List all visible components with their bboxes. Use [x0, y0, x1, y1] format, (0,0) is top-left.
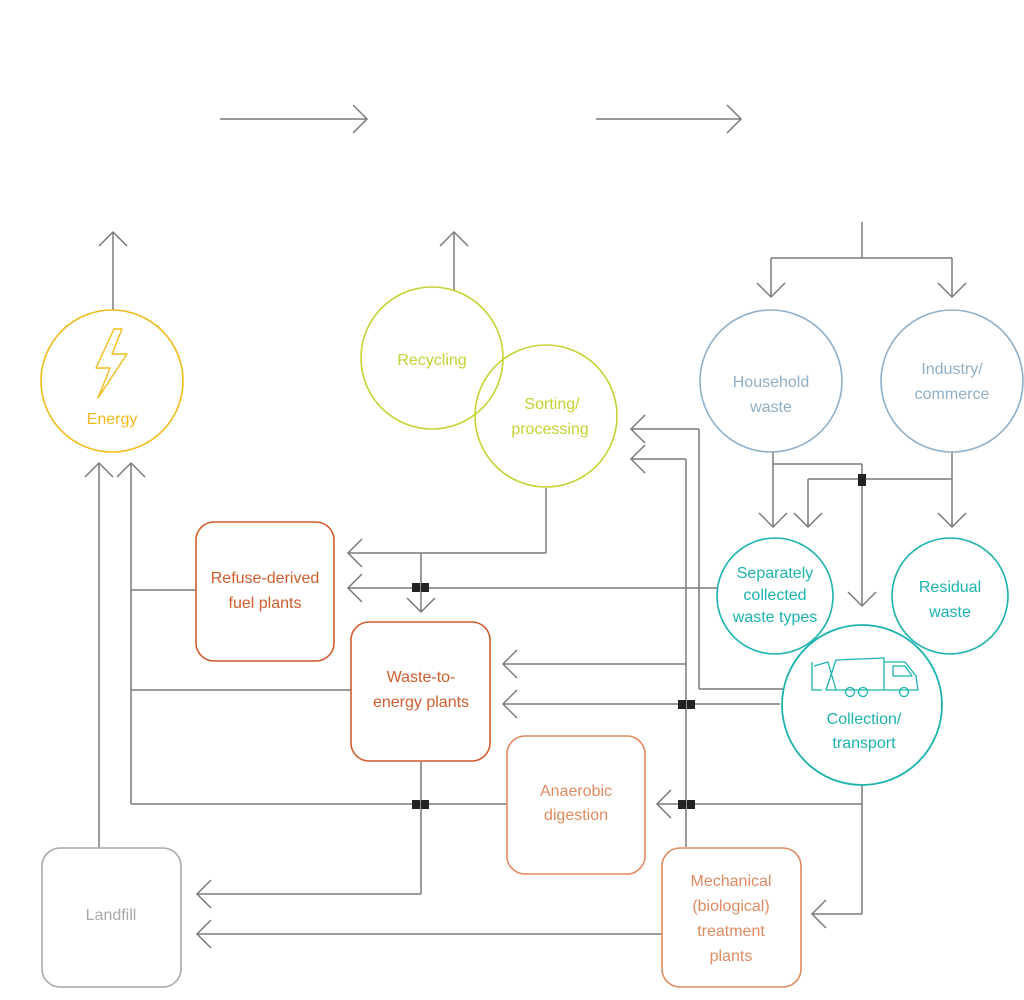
anaerobic-digestion-node: Anaerobic digestion [506, 735, 646, 875]
industry-label-line2: commerce [915, 386, 990, 403]
sorting-outflow [346, 488, 547, 614]
household-label-line2: waste [749, 399, 792, 416]
crossing-markers [412, 474, 866, 809]
landfill-node: Landfill [41, 847, 182, 988]
household-outflow [758, 452, 877, 608]
separately-label-line2: collected [743, 587, 806, 604]
crossing-marker [687, 700, 695, 709]
energy-node: Energy [40, 309, 184, 453]
mbt-label-line2: (biological) [692, 898, 769, 915]
header-arrow-right [596, 104, 743, 134]
recycling-label: Recycling [397, 352, 466, 369]
crossing-marker [858, 474, 866, 486]
residual-label-line2: waste [928, 604, 971, 621]
collection-label-line2: transport [832, 735, 896, 752]
separately-collected-outflow [346, 444, 719, 603]
crossing-marker [687, 800, 695, 809]
recycling-node: Recycling [360, 286, 504, 430]
rdf-label-line2: fuel plants [229, 595, 302, 612]
collection-to-sorting [629, 414, 783, 690]
anaerobic-label-line2: digestion [544, 807, 608, 824]
separately-label-line3: waste types [732, 609, 817, 626]
collection-label-line1: Collection/ [827, 711, 902, 728]
energy-feed-lines [84, 461, 507, 848]
wte-plants-node: Waste-to- energy plants [350, 621, 491, 762]
recycling-up-arrow [439, 230, 469, 291]
header-arrow-left [220, 104, 369, 134]
sorting-label-line1: Sorting/ [524, 396, 580, 413]
separately-label-line1: Separately [737, 565, 814, 582]
crossing-marker [412, 583, 420, 592]
garbage-truck-icon [811, 657, 919, 698]
household-waste-node: Household waste [699, 309, 843, 453]
anaerobic-label-line1: Anaerobic [540, 783, 612, 800]
sorting-label-line2: processing [511, 421, 588, 438]
mbt-label-line1: Mechanical [691, 873, 772, 890]
wte-label-line1: Waste-to- [387, 669, 456, 686]
crossing-marker [412, 800, 420, 809]
mbt-to-landfill [195, 919, 662, 949]
energy-label: Energy [87, 411, 138, 428]
crossing-marker [678, 700, 686, 709]
rdf-plants-node: Refuse-derived fuel plants [195, 521, 335, 662]
household-label-line1: Household [733, 374, 810, 391]
crossing-marker [421, 800, 429, 809]
residual-waste-node: Residual waste [891, 537, 1009, 655]
mbt-plants-node: Mechanical (biological) treatment plants [661, 847, 802, 988]
industry-label-line1: Industry/ [921, 361, 983, 378]
crossing-marker [678, 800, 686, 809]
lightning-bolt-icon [95, 328, 128, 399]
mbt-label-line4: plants [710, 948, 753, 965]
source-split-connector [756, 222, 967, 299]
rdf-label-line1: Refuse-derived [211, 570, 320, 587]
mbt-label-line3: treatment [697, 923, 765, 940]
collection-transport-node: Collection/ transport [781, 624, 943, 786]
energy-up-arrow [98, 230, 128, 310]
wte-label-line2: energy plants [373, 694, 469, 711]
sorting-processing-node: Sorting/ processing [474, 344, 618, 488]
industry-outflow [793, 452, 967, 529]
landfill-label: Landfill [86, 907, 137, 924]
industry-commerce-node: Industry/ commerce [880, 309, 1024, 453]
crossing-marker [421, 583, 429, 592]
wte-to-landfill [195, 762, 422, 909]
separately-collected-node: Separately collected waste types [716, 537, 834, 655]
residual-label-line1: Residual [919, 579, 981, 596]
